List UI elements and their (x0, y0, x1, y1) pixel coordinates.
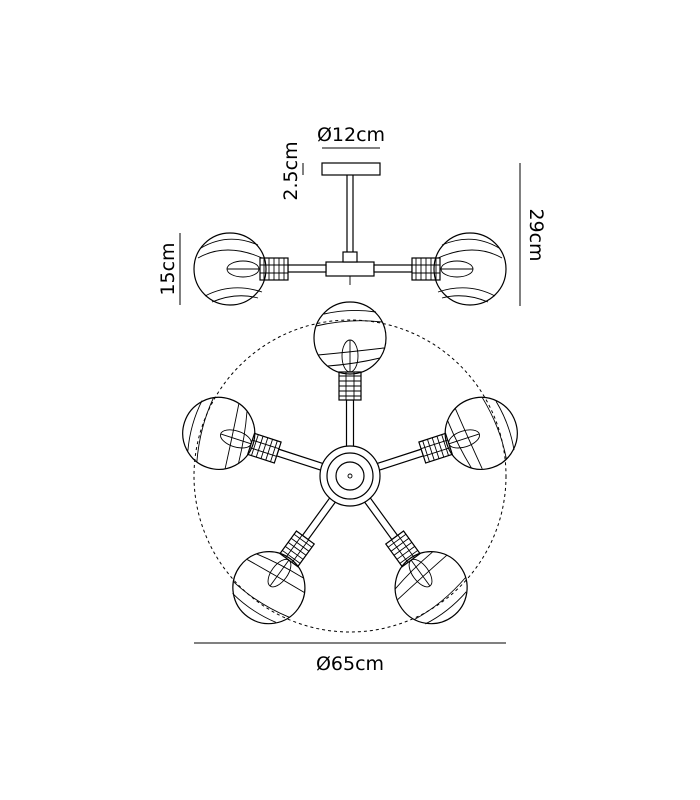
arm-rod (301, 495, 338, 541)
top-view (182, 301, 518, 633)
hub-cap (342, 251, 358, 263)
globe (394, 551, 468, 625)
label-canopy-diameter: Ø12cm (317, 124, 385, 146)
label-overall-diameter: Ø65cm (316, 653, 384, 675)
arm-3 (362, 495, 468, 625)
lamp-holder-right (411, 257, 441, 281)
label-canopy-height: 2.5cm (280, 141, 302, 200)
lamp-holder (246, 432, 282, 464)
globe (444, 396, 518, 470)
arm-rod (275, 448, 326, 472)
arm-left (287, 264, 327, 273)
hub-center (335, 461, 365, 491)
side-elevation (193, 162, 507, 306)
lamp-holder (338, 371, 362, 401)
arm-2 (374, 396, 518, 472)
overall-diameter-circle (193, 319, 507, 633)
label-globe-height: 15cm (157, 242, 179, 295)
arm-rod (362, 495, 399, 541)
globe (182, 396, 256, 470)
globe (232, 551, 306, 625)
globe-right (433, 232, 507, 306)
globe-left (193, 232, 267, 306)
arm-4 (232, 495, 338, 625)
lamp-holder-left (259, 257, 289, 281)
globe (313, 301, 387, 375)
canopy-plate (321, 162, 381, 176)
lamp-holder (418, 432, 454, 464)
label-overall-height: 29cm (525, 208, 547, 261)
dimension-lines (179, 147, 521, 644)
arm-rod (374, 448, 425, 472)
arms-group (182, 301, 518, 625)
arm-5 (182, 396, 326, 472)
arm-right (373, 264, 413, 273)
arm-rod (345, 399, 355, 449)
dimension-labels: Ø12cm 2.5cm 29cm 15cm Ø65cm (157, 124, 547, 675)
hub-body (325, 261, 375, 277)
arm-1 (313, 301, 387, 449)
hub-dot (347, 473, 353, 479)
